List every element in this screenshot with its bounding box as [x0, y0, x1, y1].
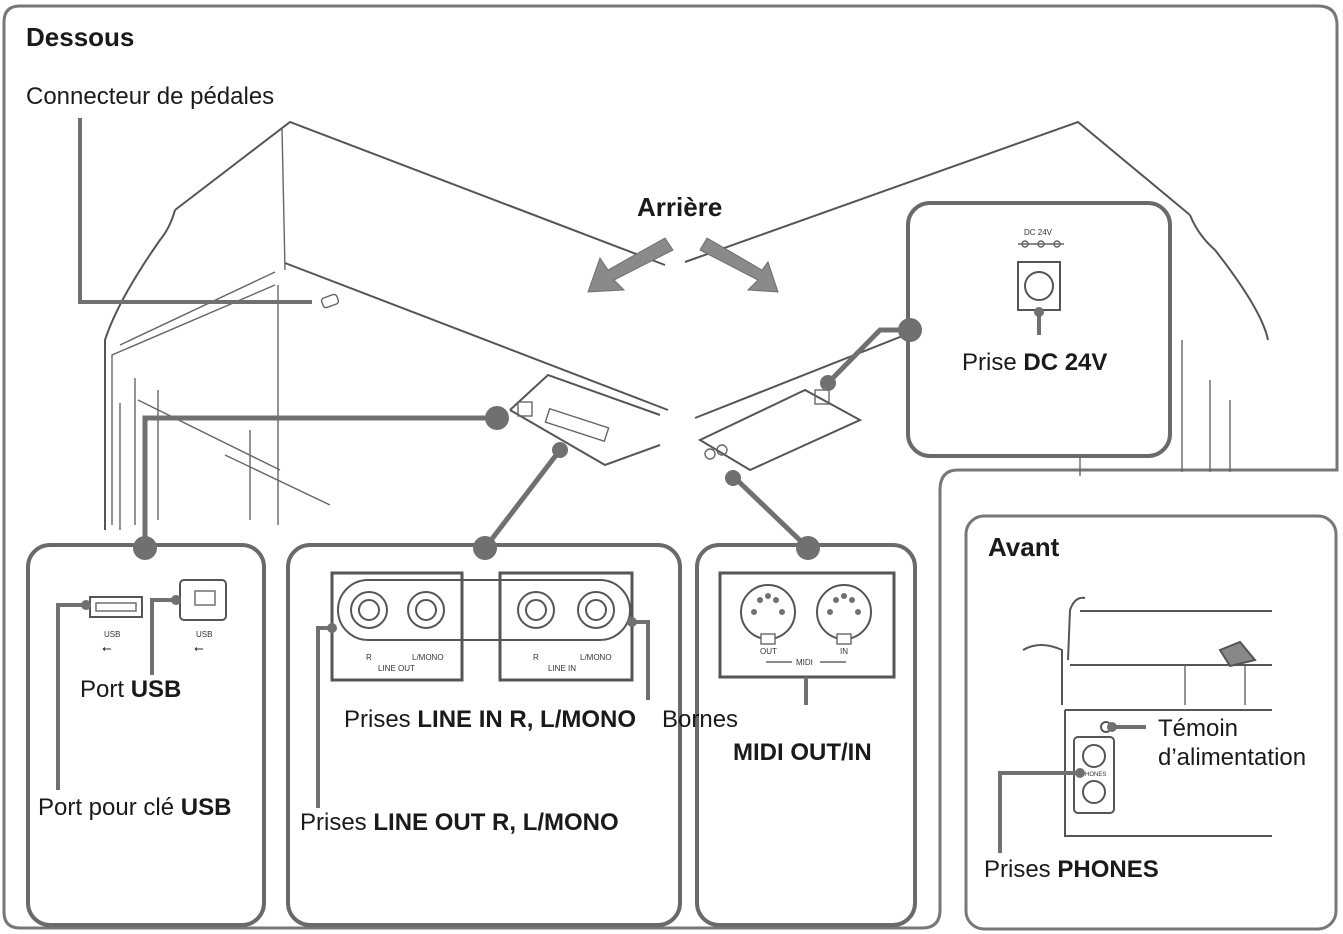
line-in-label: Prises LINE IN R, L/MONO	[344, 706, 636, 733]
usb-port-label: Port USB	[80, 676, 181, 703]
piano-front-illustration: PHONES	[1022, 596, 1272, 837]
dc-jack-panel-marking: DC 24V	[1024, 228, 1053, 237]
dc-jack-hole	[1024, 271, 1054, 301]
midi-panel	[695, 543, 917, 927]
line-out-r-jack	[350, 591, 388, 629]
usb-a-symbol-icon: ⭠	[102, 641, 112, 655]
midi-terminals-word: Bornes	[662, 706, 738, 733]
usb-leader	[142, 415, 495, 548]
bottom-section-title: Dessous	[26, 22, 134, 52]
outer-frame	[2, 4, 1339, 930]
phones-leader	[998, 771, 1080, 853]
line-jacks-panel	[286, 543, 682, 927]
power-indicator-label-line1: Témoin	[1158, 715, 1238, 742]
svg-text:LINE IN: LINE IN	[548, 664, 576, 673]
piano-underside-left	[104, 120, 669, 530]
svg-text:OUT: OUT	[760, 647, 777, 656]
phones-jack-1	[1082, 744, 1106, 768]
line-out-label: Prises LINE OUT R, L/MONO	[300, 809, 619, 836]
usb-b-leader	[150, 598, 176, 675]
midi-out-port	[740, 584, 796, 645]
line-out-l-jack	[407, 591, 445, 629]
power-indicator-label-line2: d’alimentation	[1158, 744, 1306, 771]
svg-text:L/MONO: L/MONO	[412, 653, 444, 662]
svg-text:R: R	[533, 653, 539, 662]
pedal-connector-leader	[78, 118, 312, 304]
usb-panel	[26, 543, 266, 927]
piano-underside-right	[684, 120, 1269, 476]
svg-text:IN: IN	[840, 647, 848, 656]
svg-text:PHONES: PHONES	[1081, 772, 1106, 778]
line-in-r-jack	[517, 591, 555, 629]
svg-text:USB: USB	[196, 630, 212, 639]
svg-text:MIDI: MIDI	[796, 658, 813, 667]
dc-polarity-icon	[1018, 240, 1064, 248]
front-section-title: Avant	[988, 532, 1060, 562]
usb-key-port-label: Port pour clé USB	[38, 794, 231, 821]
rear-arrow-right-icon	[699, 237, 779, 293]
usb-b-symbol-icon: ⭠	[194, 641, 204, 655]
rear-arrow-left-icon	[587, 237, 674, 293]
midi-in-port	[816, 584, 872, 645]
line-leader	[483, 448, 562, 550]
line-in-leader	[632, 620, 650, 700]
svg-text:USB: USB	[104, 630, 120, 639]
usb-a-leader	[56, 603, 86, 790]
svg-text:L/MONO: L/MONO	[580, 653, 612, 662]
midi-leader	[733, 476, 810, 550]
midi-terminals-label: MIDI OUT/IN	[733, 739, 872, 766]
pedal-connector-label: Connecteur de pédales	[26, 83, 274, 110]
dc-jack-label: Prise DC 24V	[962, 349, 1107, 376]
svg-text:LINE OUT: LINE OUT	[378, 664, 415, 673]
phones-label: Prises PHONES	[984, 856, 1159, 883]
line-in-l-jack	[577, 591, 615, 629]
front-frame	[964, 514, 1338, 931]
rear-section-title: Arrière	[637, 192, 722, 222]
phones-jack-2	[1082, 780, 1106, 804]
svg-text:R: R	[366, 653, 372, 662]
